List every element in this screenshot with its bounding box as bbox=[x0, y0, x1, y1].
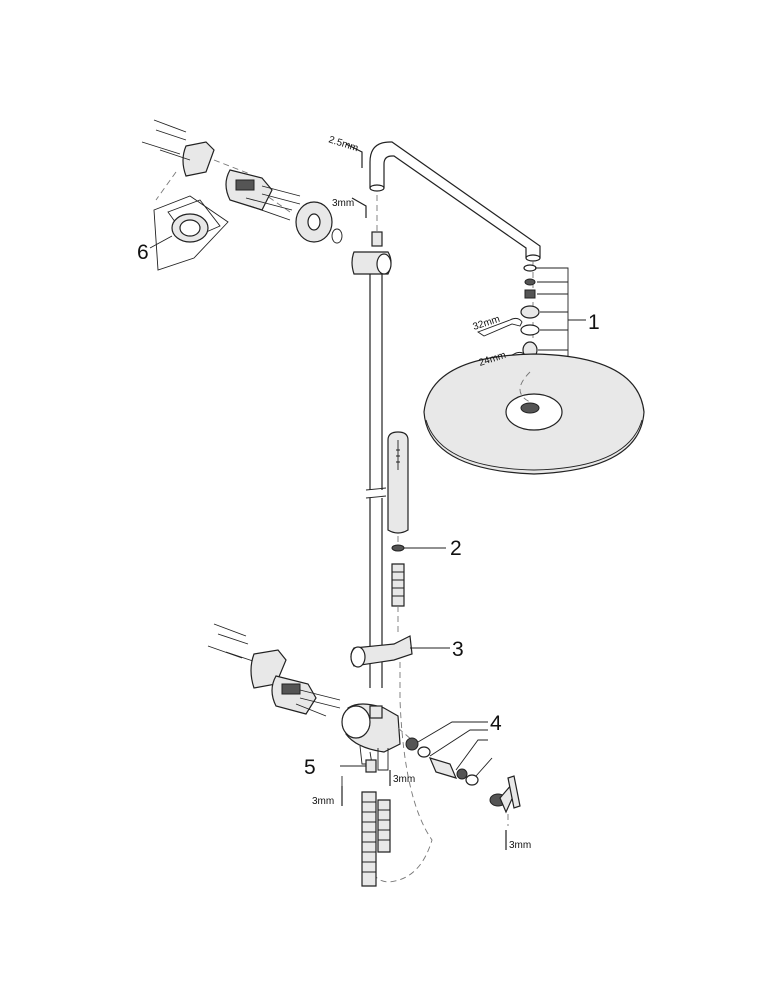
callout-6: 6 bbox=[137, 241, 149, 264]
valve-nipple bbox=[340, 759, 377, 773]
wall-flange-top bbox=[249, 183, 343, 244]
shower-arm bbox=[369, 141, 541, 262]
hex-key-3mm-top bbox=[351, 197, 367, 218]
supply-hoses bbox=[361, 791, 391, 887]
shower-hose bbox=[391, 563, 405, 636]
label-hex-3mm-middle: 3mm bbox=[393, 774, 415, 785]
callout-3: 3 bbox=[452, 638, 464, 661]
cartridge-parts bbox=[405, 721, 493, 786]
wall-bracket-top bbox=[141, 119, 301, 221]
top-rail-bracket bbox=[351, 231, 392, 275]
label-hex-3mm-left: 3mm bbox=[312, 796, 334, 807]
hex-key-2-5mm bbox=[345, 143, 363, 168]
valve-body bbox=[341, 703, 413, 771]
label-hex-2-5mm: 2.5mm bbox=[327, 134, 359, 154]
wrench-32mm bbox=[477, 317, 523, 337]
callout-4: 4 bbox=[490, 712, 502, 735]
label-hex-3mm-right: 3mm bbox=[509, 840, 531, 851]
wall-bracket-bottom bbox=[207, 623, 341, 717]
callout-5: 5 bbox=[304, 756, 316, 779]
label-hex-3mm-top: 3mm bbox=[332, 198, 354, 209]
hand-shower bbox=[387, 431, 409, 548]
slider-bracket bbox=[350, 635, 450, 668]
callout-2: 2 bbox=[450, 537, 462, 560]
wall-cover-plate bbox=[149, 195, 229, 271]
hose-washer bbox=[391, 544, 446, 552]
temperature-handle bbox=[489, 775, 521, 826]
hose-loop bbox=[372, 662, 433, 883]
callout-1: 1 bbox=[588, 311, 600, 334]
rain-shower-head bbox=[423, 353, 645, 475]
